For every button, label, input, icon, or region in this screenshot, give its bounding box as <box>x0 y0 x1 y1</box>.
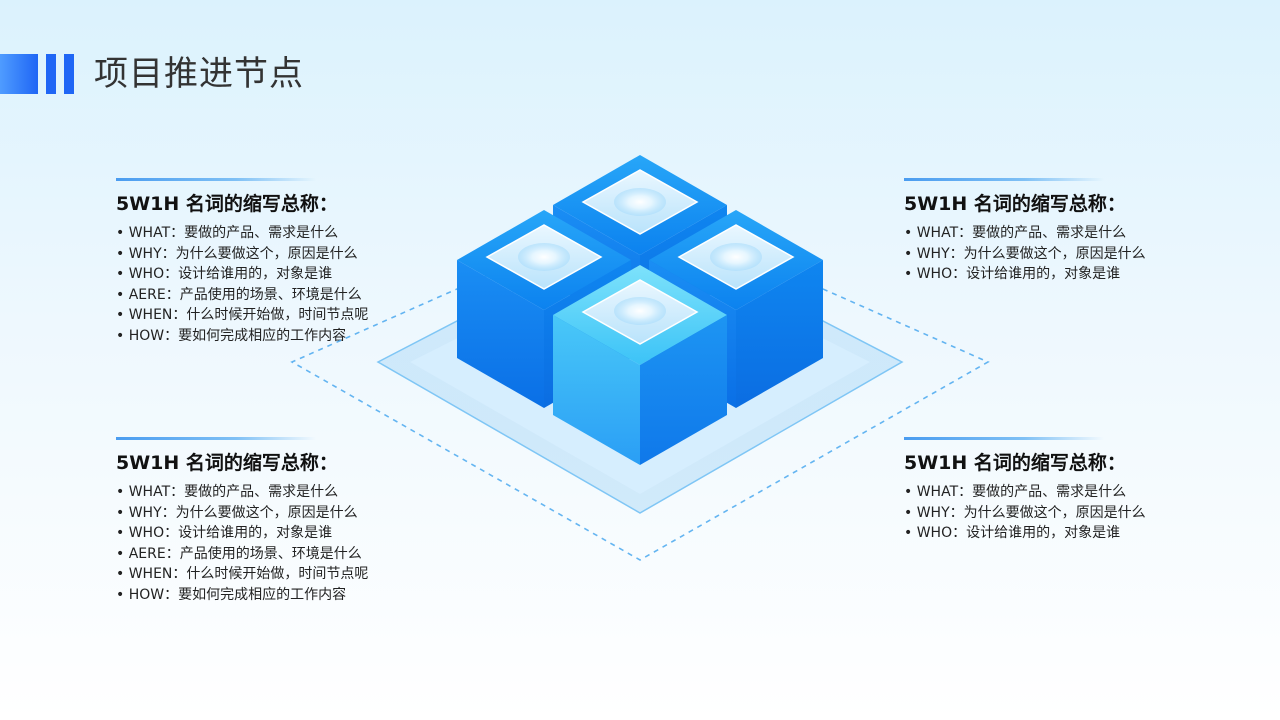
page-title: 项目推进节点 <box>94 54 304 94</box>
block-heading: 5W1H 名词的缩写总称： <box>116 193 338 215</box>
bullet-item: WHO：设计给谁用的，对象是谁 <box>116 523 416 544</box>
title-accent-block <box>0 54 38 94</box>
bullet-item: WHEN：什么时候开始做，时间节点呢 <box>116 305 416 326</box>
bullet-item: WHAT：要做的产品、需求是什么 <box>904 223 1204 244</box>
text-block-bottom-right: 5W1H 名词的缩写总称： WHAT：要做的产品、需求是什么 WHY：为什么要做… <box>904 437 1204 544</box>
divider <box>116 437 316 440</box>
text-block-top-left: 5W1H 名词的缩写总称： WHAT：要做的产品、需求是什么 WHY：为什么要做… <box>116 178 416 347</box>
block-heading: 5W1H 名词的缩写总称： <box>904 452 1126 474</box>
bullet-item: WHO：设计给谁用的，对象是谁 <box>116 264 416 285</box>
divider <box>904 178 1104 181</box>
title-accent-stripe <box>64 54 74 94</box>
bullet-item: WHEN：什么时候开始做，时间节点呢 <box>116 564 416 585</box>
bullet-item: WHY：为什么要做这个，原因是什么 <box>904 244 1204 265</box>
divider <box>116 178 316 181</box>
bullet-item: HOW：要如何完成相应的工作内容 <box>116 585 416 606</box>
bullet-item: HOW：要如何完成相应的工作内容 <box>116 326 416 347</box>
bullet-list: WHAT：要做的产品、需求是什么 WHY：为什么要做这个，原因是什么 WHO：设… <box>116 482 416 606</box>
bullet-list: WHAT：要做的产品、需求是什么 WHY：为什么要做这个，原因是什么 WHO：设… <box>116 223 416 347</box>
bullet-list: WHAT：要做的产品、需求是什么 WHY：为什么要做这个，原因是什么 WHO：设… <box>904 223 1204 285</box>
bullet-item: AERE：产品使用的场景、环境是什么 <box>116 544 416 565</box>
text-block-top-right: 5W1H 名词的缩写总称： WHAT：要做的产品、需求是什么 WHY：为什么要做… <box>904 178 1204 285</box>
cube-front <box>553 265 727 465</box>
text-block-bottom-left: 5W1H 名词的缩写总称： WHAT：要做的产品、需求是什么 WHY：为什么要做… <box>116 437 416 606</box>
bullet-item: WHO：设计给谁用的，对象是谁 <box>904 523 1204 544</box>
divider <box>904 437 1104 440</box>
bullet-item: AERE：产品使用的场景、环境是什么 <box>116 285 416 306</box>
bullet-item: WHO：设计给谁用的，对象是谁 <box>904 264 1204 285</box>
title-accent-stripe <box>46 54 56 94</box>
bullet-item: WHY：为什么要做这个，原因是什么 <box>904 503 1204 524</box>
bullet-item: WHY：为什么要做这个，原因是什么 <box>116 244 416 265</box>
block-heading: 5W1H 名词的缩写总称： <box>116 452 338 474</box>
bullet-item: WHAT：要做的产品、需求是什么 <box>116 482 416 503</box>
block-heading: 5W1H 名词的缩写总称： <box>904 193 1126 215</box>
bullet-item: WHAT：要做的产品、需求是什么 <box>904 482 1204 503</box>
isometric-cube-cluster-icon <box>290 155 990 561</box>
bullet-list: WHAT：要做的产品、需求是什么 WHY：为什么要做这个，原因是什么 WHO：设… <box>904 482 1204 544</box>
bullet-item: WHAT：要做的产品、需求是什么 <box>116 223 416 244</box>
dashed-outline <box>290 207 990 561</box>
bullet-item: WHY：为什么要做这个，原因是什么 <box>116 503 416 524</box>
